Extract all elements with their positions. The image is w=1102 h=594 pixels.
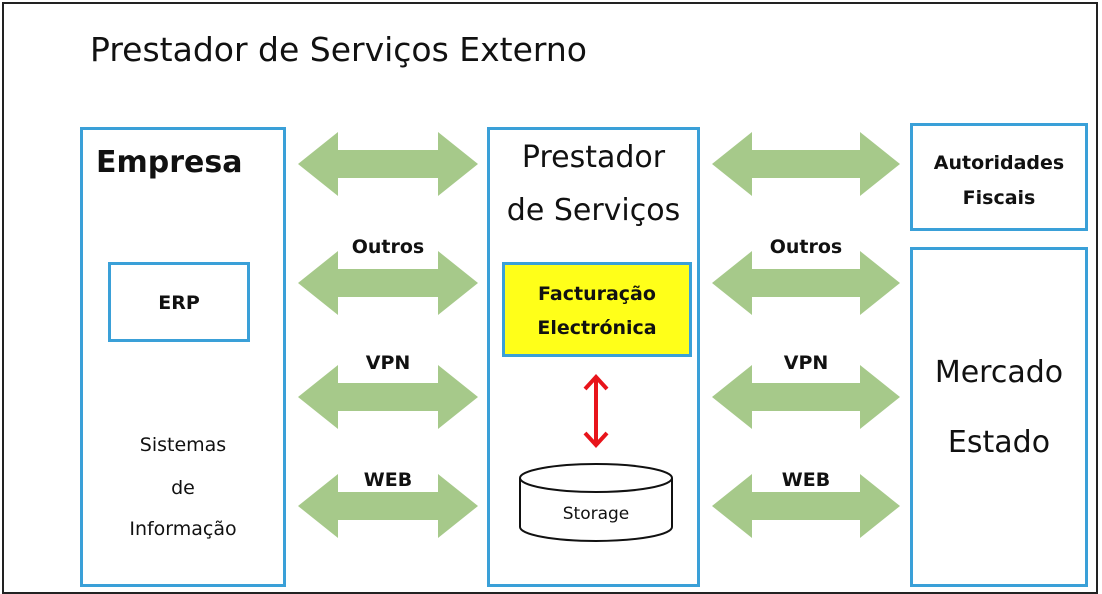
- facturacao-line-1: Facturação: [538, 283, 656, 305]
- facturacao-line-2: Electrónica: [537, 317, 657, 339]
- arrow-right-web: [712, 474, 900, 538]
- right-label-vpn: VPN: [783, 352, 829, 374]
- mercado-box: [910, 247, 1088, 587]
- sistemas-line-3: Informação: [129, 518, 237, 540]
- facturacao-box: [502, 262, 692, 357]
- arrow-left-outros: [298, 251, 478, 315]
- left-label-outros: Outros: [351, 236, 425, 258]
- mercado-line-1: Mercado: [934, 355, 1064, 390]
- left-label-vpn: VPN: [365, 352, 411, 374]
- erp-label: ERP: [158, 292, 200, 314]
- arrow-right-vpn: [712, 365, 900, 429]
- sistemas-line-1: Sistemas: [139, 434, 227, 456]
- prestador-title-line-1: Prestador: [521, 140, 666, 175]
- storage-cylinder: [519, 463, 673, 542]
- storage-label: Storage: [562, 504, 630, 524]
- diagram-title: Prestador de Serviços Externo: [90, 30, 587, 69]
- sistemas-line-2: de: [171, 477, 195, 499]
- arrow-left-vpn: [298, 365, 478, 429]
- autoridades-line-1: Autoridades: [933, 152, 1065, 174]
- erp-box: [108, 262, 250, 342]
- arrow-left-web: [298, 474, 478, 538]
- arrow-right-top: [712, 132, 900, 196]
- empresa-title: Empresa: [96, 145, 243, 180]
- prestador-title-line-2: de Serviços: [506, 193, 681, 228]
- right-label-web: WEB: [781, 469, 831, 491]
- left-label-web: WEB: [363, 469, 413, 491]
- autoridades-box: [910, 123, 1088, 231]
- mercado-line-2: Estado: [947, 425, 1051, 460]
- autoridades-line-2: Fiscais: [962, 187, 1036, 209]
- right-label-outros: Outros: [769, 236, 843, 258]
- arrow-left-top: [298, 132, 478, 196]
- arrow-right-outros: [712, 251, 900, 315]
- internal-arrow: [583, 374, 609, 448]
